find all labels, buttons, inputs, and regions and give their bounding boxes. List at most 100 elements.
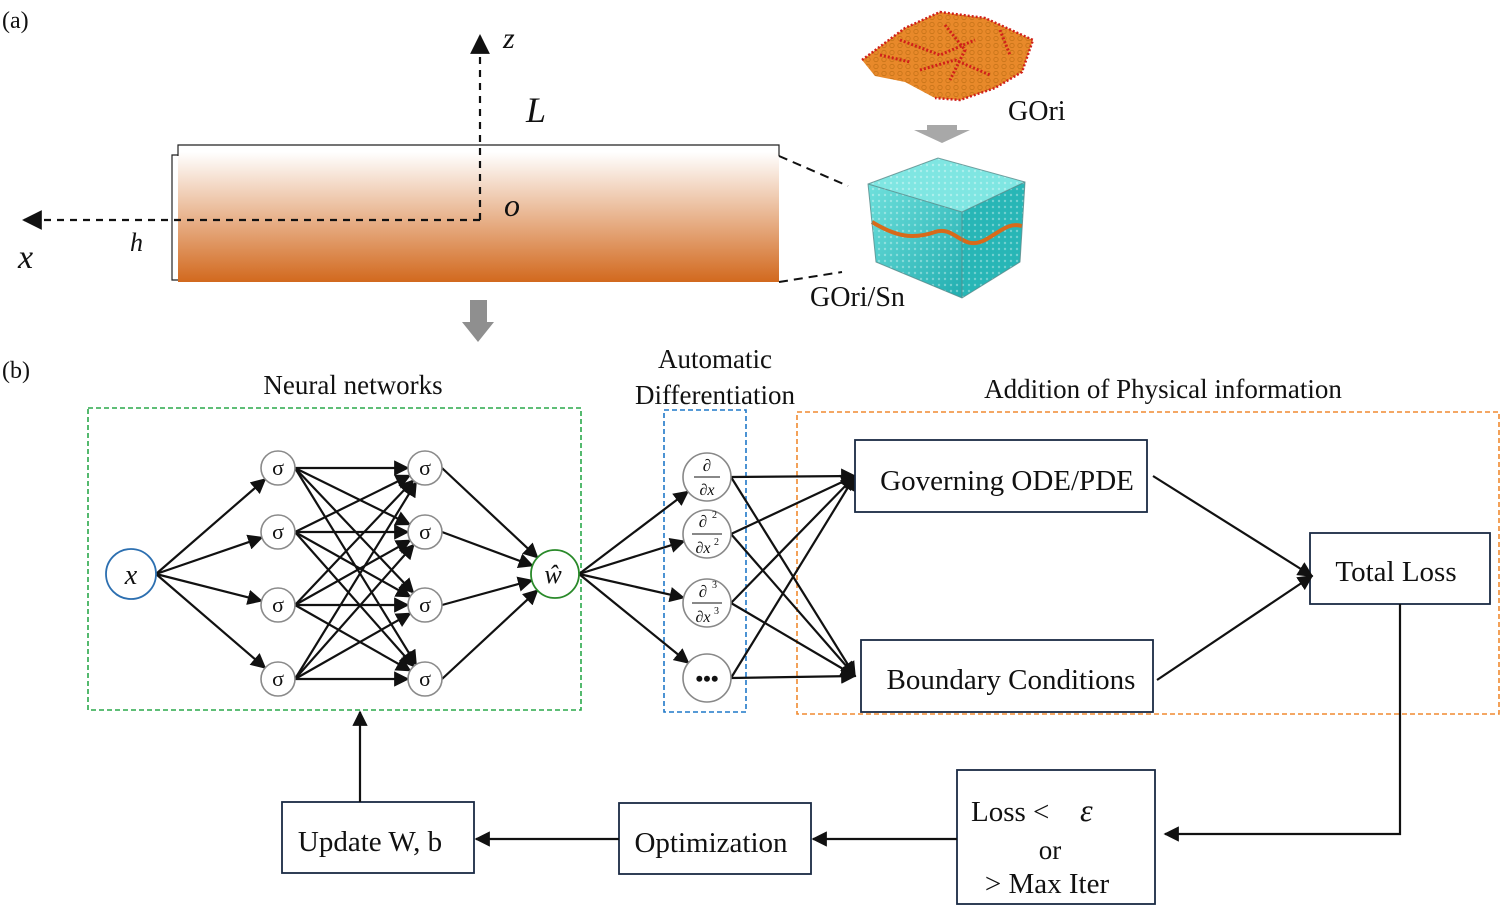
deriv2-num-exp: 2 bbox=[712, 510, 717, 521]
derivative-node-more: ••• bbox=[682, 653, 732, 703]
edge-deriv-1-box-1 bbox=[730, 533, 857, 678]
edge-deriv-2-box-1 bbox=[730, 602, 857, 677]
autodiff-box bbox=[663, 409, 747, 713]
edge-input-h1-2 bbox=[155, 572, 264, 605]
edge-h1-1-h2-2 bbox=[294, 531, 412, 598]
deriv2-den: ∂x bbox=[695, 540, 710, 557]
derivative-node-1: ∂ ∂x bbox=[682, 452, 732, 502]
sheet-functional-groups bbox=[879, 24, 1012, 81]
length-label: L bbox=[525, 90, 546, 130]
composite-arrow bbox=[914, 125, 970, 143]
hidden-layer1-node-1: σ bbox=[260, 514, 296, 550]
edge-output-deriv-3 bbox=[578, 573, 690, 664]
edge-output-deriv-2 bbox=[578, 572, 686, 603]
z-axis-label: z bbox=[502, 22, 515, 55]
input-node-label: x bbox=[124, 560, 138, 591]
edge-h1-3-h2-0 bbox=[294, 481, 418, 680]
height-label: h bbox=[130, 228, 143, 257]
input-node: x bbox=[105, 548, 157, 600]
optimization-label: Optimization bbox=[634, 827, 788, 859]
physics-box bbox=[796, 411, 1500, 715]
derivative-node-2: ∂ 2 ∂x 2 bbox=[682, 509, 732, 559]
hidden-node-label: σ bbox=[419, 455, 431, 480]
deriv-more-label: ••• bbox=[695, 666, 718, 691]
x-axis-label: x bbox=[17, 239, 33, 276]
deriv2-den-exp: 2 bbox=[714, 537, 719, 548]
edge-input-h1-1 bbox=[155, 534, 264, 576]
criteria-line3: > Max Iter bbox=[985, 868, 1110, 900]
edge-deriv-3-box-0 bbox=[730, 474, 856, 679]
derivative-node-3: ∂ 3 ∂x 3 bbox=[682, 578, 732, 628]
edge-h1-3-h2-2 bbox=[294, 612, 412, 680]
hidden-layers: σ σ σ σ σ σ σ σ bbox=[260, 450, 443, 697]
hidden-node-label: σ bbox=[272, 592, 284, 617]
gori-sn-label: GOri/Sn bbox=[810, 282, 905, 313]
neural-network-box bbox=[87, 407, 582, 711]
beam bbox=[178, 152, 779, 282]
update-weights-label: Update W, b bbox=[298, 826, 442, 858]
hidden-node-label: σ bbox=[272, 519, 284, 544]
edge-h1-1-h2-0 bbox=[294, 474, 412, 533]
arrow-loss-to-criteria bbox=[1163, 604, 1402, 842]
hidden-node-label: σ bbox=[272, 666, 284, 691]
length-bracket bbox=[177, 144, 780, 156]
boundary-conditions-label: Boundary Conditions bbox=[887, 664, 1136, 696]
deriv3-den-exp: 3 bbox=[714, 606, 719, 617]
edge-h1-2-h2-0 bbox=[294, 479, 415, 606]
edge-deriv-3-box-1 bbox=[730, 668, 857, 684]
edge-deriv-2-box-0 bbox=[730, 474, 857, 604]
flow-arrows bbox=[352, 475, 1402, 847]
deriv3-den: ∂x bbox=[695, 609, 710, 626]
edge-h1-2-h2-3 bbox=[294, 604, 412, 672]
gori-sheet-image bbox=[861, 10, 1035, 102]
ad-title-line2: Differentiation bbox=[635, 380, 795, 410]
hidden-layer2-node-3: σ bbox=[407, 661, 443, 697]
total-loss-label: Total Loss bbox=[1335, 556, 1456, 588]
hidden-node-label: σ bbox=[419, 519, 431, 544]
hidden-layer2-node-2: σ bbox=[407, 587, 443, 623]
edge-h2-3-output bbox=[441, 589, 539, 680]
gori-label: GOri bbox=[1008, 96, 1066, 127]
deriv1-den: ∂x bbox=[699, 482, 714, 499]
edge-h1-0-h2-1 bbox=[294, 467, 412, 526]
panel-transition-arrow bbox=[462, 300, 494, 342]
output-node-label: ŵ bbox=[544, 560, 562, 589]
edge-h1-1-h2-3 bbox=[294, 531, 415, 668]
embedded-sheet bbox=[870, 220, 1023, 246]
arrow-boundary-to-loss bbox=[1156, 575, 1314, 681]
deriv2-num: ∂ bbox=[699, 512, 707, 531]
edge-h2-1-output bbox=[441, 530, 534, 569]
panel-a-label: (a) bbox=[2, 8, 29, 34]
ad-title-line1: Automatic bbox=[658, 344, 772, 374]
deriv1-num: ∂ bbox=[703, 456, 711, 475]
zoom-line-top bbox=[778, 155, 849, 187]
hidden-node-label: σ bbox=[419, 592, 431, 617]
update-weights-box bbox=[281, 801, 475, 874]
governing-equation-box bbox=[854, 439, 1148, 513]
hidden-node-label: σ bbox=[419, 666, 431, 691]
boundary-conditions-box bbox=[860, 639, 1154, 713]
edge-output-deriv-0 bbox=[578, 490, 690, 575]
edge-h2-0-output bbox=[441, 467, 539, 559]
zoom-line-bottom bbox=[778, 271, 843, 283]
hidden-layer1-node-0: σ bbox=[260, 450, 296, 486]
edge-deriv-0-box-0 bbox=[730, 468, 857, 484]
edge-input-h1-3 bbox=[155, 573, 267, 669]
edge-h1-3-h2-1 bbox=[294, 543, 415, 680]
criteria-line1: Loss < bbox=[971, 796, 1049, 828]
gori-sn-cube-image bbox=[867, 157, 1026, 299]
hidden-node-label: σ bbox=[272, 455, 284, 480]
convergence-criteria-box bbox=[956, 769, 1156, 905]
arrow-governing-to-loss bbox=[1152, 475, 1314, 577]
phys-title: Addition of Physical information bbox=[984, 374, 1342, 404]
edge-deriv-1-box-0 bbox=[730, 474, 857, 535]
panel-b-label: (b) bbox=[2, 358, 30, 384]
criteria-epsilon: ε bbox=[1080, 792, 1093, 828]
edge-h1-0-h2-2 bbox=[294, 467, 415, 594]
network-edges bbox=[155, 460, 857, 687]
edge-input-h1-0 bbox=[155, 478, 267, 575]
hidden-layer1-node-2: σ bbox=[260, 587, 296, 623]
height-bracket bbox=[171, 154, 178, 281]
